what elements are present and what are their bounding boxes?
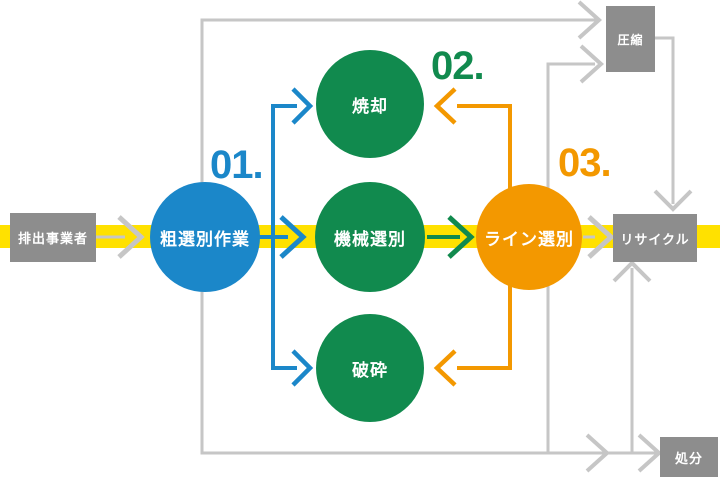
stage-number-01: 01. (210, 143, 264, 187)
arrowhead-down-into-recycle (653, 189, 693, 212)
arrowhead-up-into-recycle (612, 260, 652, 283)
arrowhead-linesort-to-recycle (587, 215, 615, 259)
linesort-to-compression-line (546, 62, 595, 453)
crush-label: 破砕 (352, 360, 388, 380)
stage-number-03: 03. (558, 141, 612, 185)
arrowhead-into-compression-bottom (579, 44, 604, 84)
arrowhead-into-linesort (447, 215, 475, 259)
rough-sort-label: 粗選別作業 (160, 229, 250, 249)
gray-arrowheads (577, 0, 693, 473)
disposal-box: 処分 (660, 437, 718, 477)
rough-sort-circle: 粗選別作業 (150, 182, 260, 292)
arrowhead-into-crush-orange (433, 349, 457, 387)
arrowhead-source-to-roughsort (117, 215, 145, 259)
gray-band-arrowheads (117, 215, 615, 259)
source-box: 排出事業者 (10, 213, 96, 262)
machine-sort-circle: 機械選別 (315, 182, 425, 292)
arrowhead-into-incineration-blue (291, 87, 314, 125)
arrowhead-into-crush-blue (291, 349, 314, 387)
source-label: 排出事業者 (17, 231, 88, 246)
recycle-label: リサイクル (620, 231, 690, 247)
green-arrow (427, 215, 475, 259)
stage-number-02: 02. (431, 44, 485, 88)
compression-to-recycle-line (655, 36, 675, 204)
machine-sort-label: 機械選別 (334, 229, 406, 249)
disposal-label: 処分 (674, 450, 703, 466)
line-sort-circle: ライン選別 (476, 184, 582, 290)
linesort-to-crush-line (457, 265, 512, 370)
arrowhead-into-incineration-orange (433, 87, 457, 125)
arrowhead-into-machinesort (279, 215, 307, 259)
arrowhead-into-disposal (637, 433, 662, 473)
orange-return-lines (433, 87, 512, 387)
linesort-to-incineration-line (457, 104, 512, 210)
arrowhead-bottom-mid (585, 433, 610, 473)
incineration-circle: 焼却 (316, 50, 424, 158)
arrowhead-into-compression-top (577, 0, 602, 40)
incineration-label: 焼却 (352, 96, 388, 116)
blue-branch-lines (259, 87, 314, 387)
compression-box: 圧縮 (606, 6, 655, 72)
compression-label: 圧縮 (617, 32, 644, 47)
line-sort-label: ライン選別 (484, 229, 574, 249)
recycle-box: リサイクル (613, 214, 697, 262)
crush-circle: 破砕 (316, 314, 424, 422)
